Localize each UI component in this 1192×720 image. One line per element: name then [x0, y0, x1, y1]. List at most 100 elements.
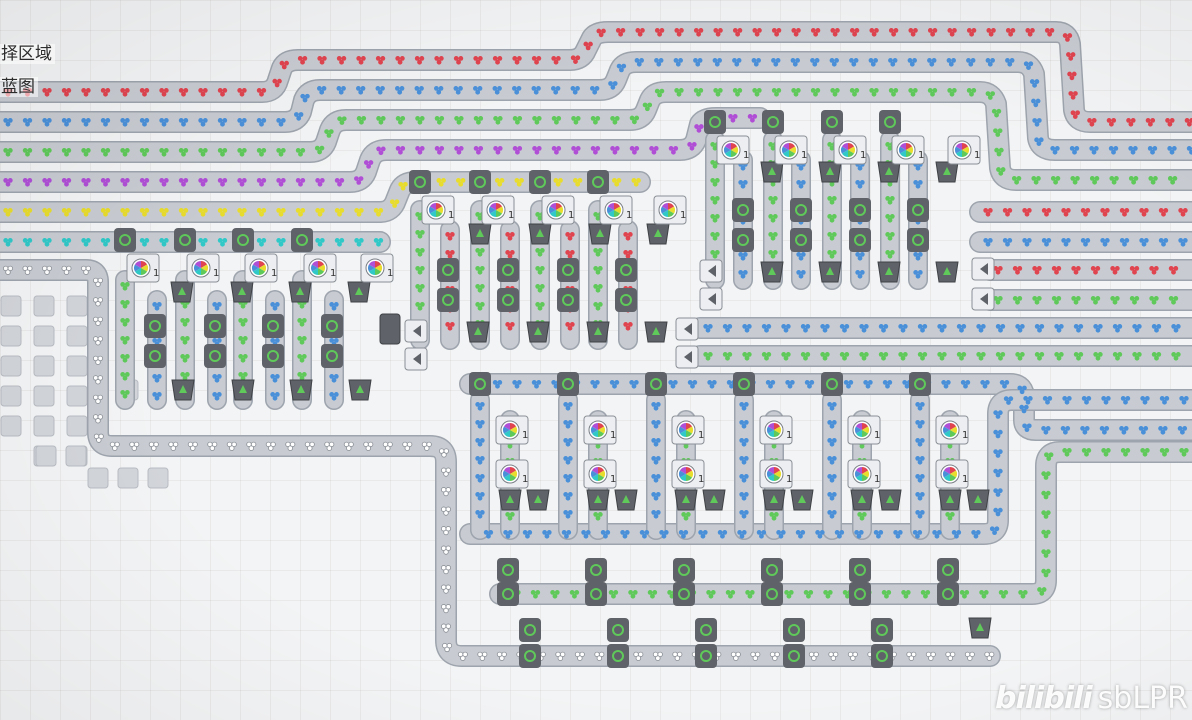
lower-painter-a-count: 1 — [610, 430, 616, 441]
watermark: bilibili sbLPR — [995, 678, 1188, 718]
lower-rotator — [645, 372, 667, 396]
rotator-icon — [738, 378, 750, 390]
floor-tile — [117, 467, 139, 489]
color-wheel-icon — [896, 140, 916, 160]
blueprint-menu-item[interactable]: 蓝图 — [0, 77, 38, 97]
block2-painter-end-count: 1 — [680, 210, 686, 221]
lower-cutter-b-arrow — [974, 495, 982, 503]
lower-painter-a-count: 1 — [962, 430, 968, 441]
rotator-icon — [854, 564, 866, 576]
rotator-icon — [766, 588, 778, 600]
bottom-rotator — [695, 618, 717, 642]
block1-stacker-b — [204, 344, 226, 368]
block1-output-arrow — [297, 385, 305, 393]
rotator-icon — [502, 588, 514, 600]
blue-belt-edge — [0, 51, 1192, 161]
rotator-icon — [884, 116, 896, 128]
block2-stacker — [557, 258, 579, 282]
rotator-icon — [524, 650, 536, 662]
color-wheel-icon — [426, 200, 446, 220]
green-belt — [0, 82, 1192, 190]
block3-rotator — [821, 110, 843, 134]
color-wheel-icon — [952, 140, 972, 160]
color-wheel-icon — [588, 420, 608, 440]
lower-cutter-b-arrow — [622, 495, 630, 503]
rotator-icon — [767, 116, 779, 128]
lower-cutter-arrow — [682, 495, 690, 503]
block3-cutter-arrow — [885, 167, 893, 175]
block2-stacker-b — [437, 288, 459, 312]
rotator-icon — [737, 204, 749, 216]
block1-stacker — [144, 314, 166, 338]
block3-stacker — [907, 198, 929, 222]
rotator-icon — [620, 294, 632, 306]
floor-tile — [33, 415, 55, 437]
lower-rotator — [557, 372, 579, 396]
block2-cutter-arrow — [596, 229, 604, 237]
block2-stacker-b — [557, 288, 579, 312]
block3-output-arrow — [943, 267, 951, 275]
block2-rotator — [469, 170, 491, 194]
rotator-icon — [650, 378, 662, 390]
color-wheel-icon — [721, 140, 741, 160]
floor-tile — [0, 415, 22, 437]
rotator-icon — [562, 378, 574, 390]
block1-cutter-arrow — [355, 287, 363, 295]
block3-painter-end-count: 1 — [974, 150, 980, 161]
bottom-rotator-b — [519, 644, 541, 668]
color-wheel-icon — [365, 258, 385, 278]
block3-painter-count: 1 — [801, 150, 807, 161]
rotator-icon — [912, 234, 924, 246]
floor-tile — [0, 295, 22, 317]
block2-painter-count: 1 — [626, 210, 632, 221]
rotator-icon — [502, 564, 514, 576]
block2-output-arrow — [534, 327, 542, 335]
block2-rotator — [587, 170, 609, 194]
color-wheel-icon — [676, 420, 696, 440]
select-area-menu-item[interactable]: 择区域 — [0, 44, 55, 64]
block1-stacker-b — [144, 344, 166, 368]
block2-painter-count: 1 — [508, 210, 514, 221]
block3-stacker-b — [849, 228, 871, 252]
lower-stacker-b — [937, 582, 959, 606]
rotator-icon — [942, 564, 954, 576]
block3-painter-count: 1 — [918, 150, 924, 161]
lower-painter-a-count: 1 — [786, 430, 792, 441]
color-wheel-icon — [852, 464, 872, 484]
rotator-icon — [854, 204, 866, 216]
lower-stacker — [937, 558, 959, 582]
block1-painter-count: 1 — [271, 268, 277, 279]
lower-painter-b-count: 1 — [522, 474, 528, 485]
double-chevron-left-icon — [684, 351, 692, 363]
lower-painter-b-count: 1 — [698, 474, 704, 485]
block1-rotator — [232, 228, 254, 252]
rotator-icon — [296, 234, 308, 246]
lower-painter-a-count: 1 — [698, 430, 704, 441]
rotator-icon — [612, 624, 624, 636]
floor-tile — [33, 325, 55, 347]
rotator-icon — [612, 650, 624, 662]
rotator-icon — [876, 650, 888, 662]
red-belt — [0, 22, 1192, 132]
watermark-user: sbLPR — [1097, 680, 1188, 716]
rotator-icon — [502, 294, 514, 306]
block2-rotator — [529, 170, 551, 194]
rotator-icon — [267, 350, 279, 362]
block1-output-arrow — [239, 385, 247, 393]
block3-output-arrow — [826, 267, 834, 275]
rotator-icon — [826, 116, 838, 128]
color-wheel-icon — [500, 420, 520, 440]
block3-rotator — [762, 110, 784, 134]
block2-painter-count: 1 — [568, 210, 574, 221]
color-wheel-icon — [486, 200, 506, 220]
block1-painter-count: 1 — [153, 268, 159, 279]
rotator-icon — [209, 320, 221, 332]
rotator-icon — [326, 350, 338, 362]
block2-cutter-arrow — [654, 229, 662, 237]
rotator-icon — [267, 320, 279, 332]
rotator-icon — [678, 588, 690, 600]
color-wheel-icon — [676, 464, 696, 484]
lower-painter-b-count: 1 — [786, 474, 792, 485]
